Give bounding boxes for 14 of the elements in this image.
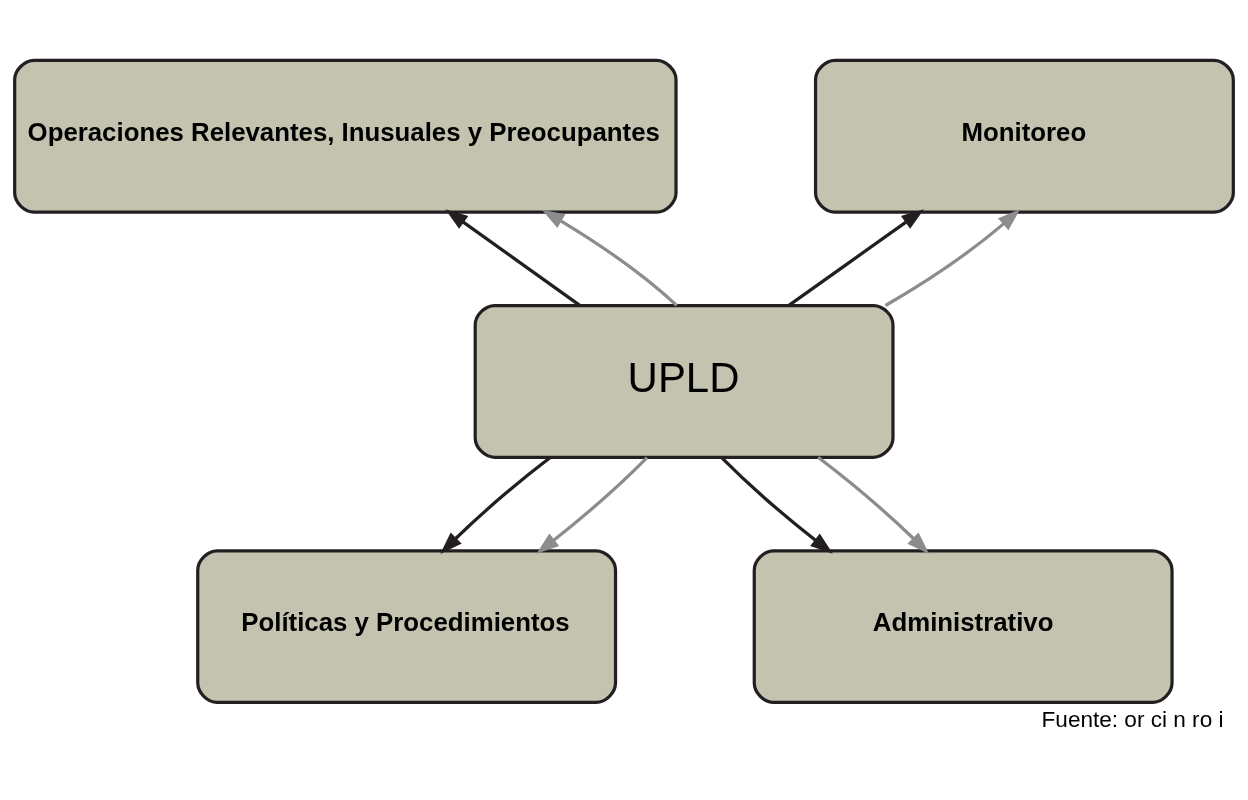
node-box: Operaciones Relevantes, Inusuales y Preocupantes <box>13 58 678 214</box>
arrow <box>541 209 678 307</box>
node-box: Administrativo <box>752 549 1174 705</box>
arrow <box>817 456 930 554</box>
arrow <box>440 456 552 554</box>
node-box: Monitoreo <box>813 58 1235 214</box>
arrow <box>720 456 833 554</box>
caption: Fuente: or ci n ro i <box>1041 706 1224 732</box>
arrow <box>536 456 649 554</box>
arrow <box>445 209 581 307</box>
node-box: UPLD <box>473 304 895 459</box>
arrow <box>884 209 1021 307</box>
arrow <box>787 209 924 307</box>
node-box: Políticas y Procedimientos <box>196 549 618 705</box>
